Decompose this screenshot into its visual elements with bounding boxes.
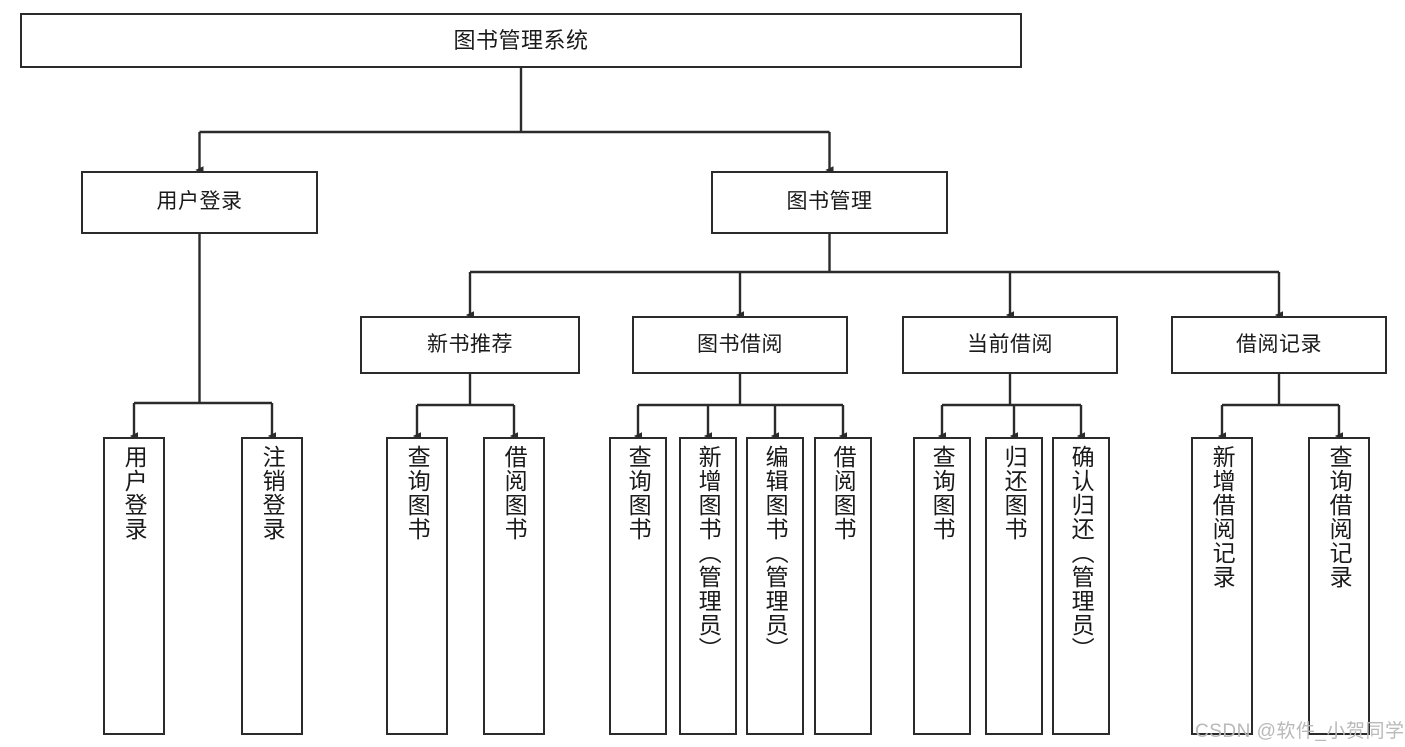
node-label: 新增图书（管理员）	[695, 445, 722, 661]
node-label: 借阅图书	[501, 445, 528, 541]
node-l-br-query[interactable]: 查询图书	[609, 437, 667, 735]
node-l-userlogin[interactable]: 用户登录	[103, 437, 165, 735]
node-l-rc-add[interactable]: 新增借阅记录	[1191, 437, 1253, 735]
node-records[interactable]: 借阅记录	[1171, 316, 1387, 374]
node-label: 查询图书	[404, 445, 431, 541]
node-l-cu-query[interactable]: 查询图书	[913, 437, 971, 735]
node-label: 归还图书	[1001, 445, 1028, 541]
node-login[interactable]: 用户登录	[81, 171, 318, 234]
node-newbook[interactable]: 新书推荐	[360, 316, 580, 374]
node-label: 图书管理	[786, 190, 873, 214]
node-l-br-add[interactable]: 新增图书（管理员）	[679, 437, 737, 735]
node-l-br-lend[interactable]: 借阅图书	[814, 437, 872, 735]
node-label: 查询借阅记录	[1326, 445, 1353, 589]
node-label: 借阅记录	[1236, 332, 1322, 356]
node-label: 新增借阅记录	[1209, 445, 1236, 589]
node-bookmgmt[interactable]: 图书管理	[711, 171, 948, 234]
node-current[interactable]: 当前借阅	[902, 316, 1118, 374]
node-label: 新书推荐	[427, 332, 513, 356]
node-label: 查询图书	[929, 445, 956, 541]
node-label: 图书管理系统	[453, 27, 589, 53]
node-label: 查询图书	[625, 445, 652, 541]
node-label: 当前借阅	[967, 332, 1053, 356]
node-root[interactable]: 图书管理系统	[20, 13, 1022, 68]
node-label: 确认归还（管理员）	[1068, 445, 1095, 661]
node-borrow[interactable]: 图书借阅	[632, 316, 848, 374]
node-l-br-edit[interactable]: 编辑图书（管理员）	[746, 437, 804, 735]
node-label: 用户登录	[156, 190, 243, 214]
node-l-cu-confirm[interactable]: 确认归还（管理员）	[1052, 437, 1110, 735]
node-label: 借阅图书	[830, 445, 857, 541]
node-l-rc-query[interactable]: 查询借阅记录	[1308, 437, 1370, 735]
node-l-logout[interactable]: 注销登录	[241, 437, 303, 735]
node-label: 编辑图书（管理员）	[762, 445, 789, 661]
node-l-nb-query[interactable]: 查询图书	[386, 437, 448, 735]
node-l-nb-borrow[interactable]: 借阅图书	[483, 437, 545, 735]
node-label: 用户登录	[121, 445, 148, 541]
node-label: 注销登录	[259, 445, 286, 541]
csdn-watermark: CSDN @软件_小贺同学	[1195, 721, 1405, 742]
node-l-cu-return[interactable]: 归还图书	[985, 437, 1043, 735]
edge-paths	[129, 68, 1344, 440]
node-label: 图书借阅	[697, 332, 783, 356]
